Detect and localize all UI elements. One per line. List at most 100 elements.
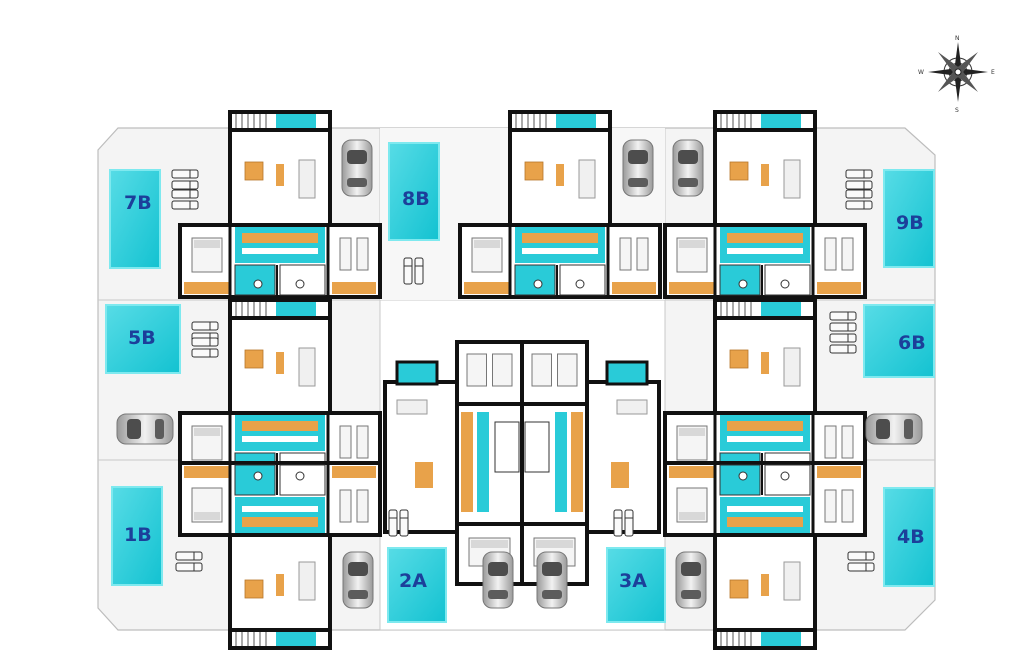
bed-pillow	[471, 540, 508, 548]
wc	[533, 279, 543, 289]
sun-lounger-icon	[171, 169, 199, 190]
pool	[387, 547, 447, 623]
unit-block	[178, 110, 382, 299]
sofa	[783, 159, 801, 199]
lounger	[171, 180, 199, 190]
bed	[466, 353, 487, 387]
pool	[111, 486, 163, 586]
car-windshield	[488, 562, 508, 576]
kitchen-island	[727, 506, 803, 512]
kitchen-island	[727, 248, 803, 254]
pool	[883, 169, 935, 268]
kitchen-island	[242, 506, 318, 512]
kitchen-island	[242, 436, 318, 442]
coffee-table	[276, 164, 284, 186]
bed-pillow	[679, 512, 705, 520]
bathroom	[514, 264, 556, 296]
unit-label-5B: 5B	[128, 327, 156, 349]
bathroom	[559, 264, 606, 296]
sun-lounger-icon	[829, 311, 857, 332]
car-rear-window	[628, 178, 648, 187]
car-windshield	[542, 562, 562, 576]
coffee-table	[761, 352, 769, 374]
plunge-pool	[276, 114, 316, 128]
compass-south-label: S	[955, 107, 959, 114]
car-icon	[482, 551, 514, 609]
sun-lounger-icon	[847, 551, 875, 572]
bed-pillow	[194, 512, 220, 520]
lounger	[845, 169, 873, 179]
plunge-pool	[556, 114, 596, 128]
lounger	[388, 509, 398, 537]
lounger	[829, 333, 857, 343]
compass-east-label: E	[991, 69, 995, 76]
bed-pillow	[194, 428, 220, 436]
bathroom	[524, 421, 550, 473]
car-windshield	[678, 150, 698, 164]
bed	[339, 425, 352, 459]
sun-lounger-icon	[613, 509, 634, 537]
car-rear-window	[904, 419, 913, 439]
sofa	[298, 159, 316, 199]
wardrobe	[332, 282, 376, 294]
sun-lounger-icon	[191, 337, 219, 358]
kitchen-island	[522, 248, 598, 254]
kitchen-island	[727, 436, 803, 442]
lounger	[171, 169, 199, 179]
bed	[356, 489, 369, 523]
dining-table	[524, 161, 544, 181]
bathroom	[719, 264, 761, 296]
car-rear-window	[348, 590, 368, 599]
dining-table	[729, 349, 749, 369]
sun-lounger-icon	[403, 257, 424, 285]
plunge-pool	[605, 360, 649, 386]
lounger	[191, 348, 219, 358]
kitchen-counter	[571, 412, 583, 512]
wardrobe	[669, 282, 715, 294]
car-icon	[865, 413, 923, 445]
wc	[575, 279, 585, 289]
car-windshield	[681, 562, 701, 576]
kitchen-island	[242, 248, 318, 254]
wardrobe	[332, 466, 376, 478]
lounger	[845, 200, 873, 210]
kitchen-area	[235, 227, 325, 263]
car-rear-window	[347, 178, 367, 187]
kitchen-island	[477, 412, 489, 512]
dining-table	[729, 579, 749, 599]
plunge-pool	[276, 302, 316, 316]
bathroom	[279, 264, 326, 296]
unit-label-6B: 6B	[898, 332, 926, 354]
lounger	[845, 180, 873, 190]
bed-pillow	[679, 240, 705, 248]
plunge-pool	[761, 302, 801, 316]
pool	[606, 547, 666, 623]
bed-pillow	[194, 240, 220, 248]
kitchen-area	[235, 415, 325, 451]
bathroom	[719, 464, 761, 496]
sun-lounger-icon	[388, 509, 409, 537]
lounger	[829, 322, 857, 332]
wc	[780, 279, 790, 289]
car-windshield	[347, 150, 367, 164]
car-rear-window	[681, 590, 701, 599]
dining-table	[244, 161, 264, 181]
unit-label-3A: 3A	[619, 570, 647, 592]
car-rear-window	[542, 590, 562, 599]
bed	[356, 237, 369, 271]
car-body	[341, 139, 373, 197]
unit-label-4B: 4B	[897, 526, 925, 548]
coffee-table	[276, 352, 284, 374]
wardrobe	[184, 282, 230, 294]
car-rear-window	[488, 590, 508, 599]
sun-lounger-icon	[845, 189, 873, 210]
sofa	[298, 561, 316, 601]
bed	[492, 353, 513, 387]
car-body	[116, 413, 174, 445]
unit-block	[178, 461, 382, 650]
bed	[557, 353, 578, 387]
kitchen-area	[235, 497, 325, 533]
kitchen-area	[515, 227, 605, 263]
lounger	[171, 189, 199, 199]
